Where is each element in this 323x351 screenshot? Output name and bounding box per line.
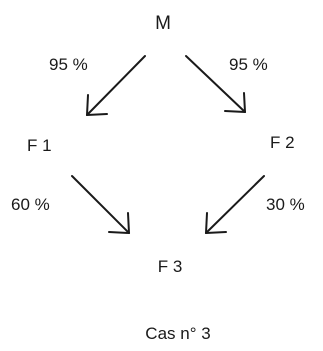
arrow-m-to-f2 xyxy=(185,55,246,113)
edge-label-f2-f3: 30 % xyxy=(266,195,305,214)
node-f3: F 3 xyxy=(157,257,183,276)
diagram-caption: Cas n° 3 xyxy=(145,324,211,343)
node-f2: F 2 xyxy=(270,133,295,152)
node-f1: F 1 xyxy=(27,136,52,155)
arrow-f2-to-f3 xyxy=(205,175,265,234)
edge-label-f1-f3: 60 % xyxy=(11,195,50,214)
arrow-m-to-f1 xyxy=(86,55,146,116)
node-m: M xyxy=(155,13,171,34)
arrow-f1-to-f3 xyxy=(71,175,130,234)
edge-label-m-f1: 95 % xyxy=(49,55,88,74)
edge-label-m-f2: 95 % xyxy=(229,55,268,74)
